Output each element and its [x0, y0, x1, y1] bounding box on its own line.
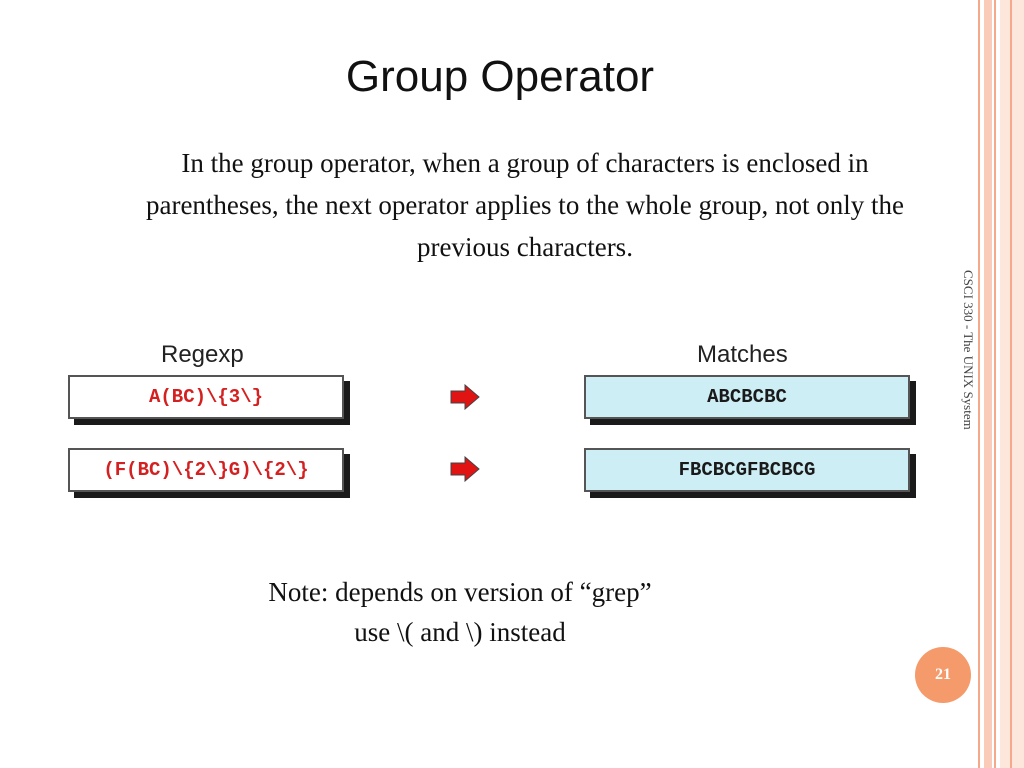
regexp-text: (F(BC)\{2\}G)\{2\} — [103, 459, 309, 481]
page-number: 21 — [935, 666, 951, 683]
page-number-badge: 21 — [915, 647, 971, 703]
slide-title: Group Operator — [345, 52, 655, 101]
course-side-label: CSCI 330 - The UNIX System — [961, 270, 976, 430]
decorative-stripe — [1000, 0, 1024, 768]
note-line: use \( and \) instead — [354, 617, 566, 647]
regexp-text: A(BC)\{3\} — [148, 386, 264, 408]
decorative-stripe — [1010, 0, 1012, 768]
note-line: Note: depends on version of “grep” — [268, 577, 652, 607]
matches-column-header: Matches — [697, 341, 788, 368]
red-right-arrow-icon — [450, 456, 480, 482]
match-box: FBCBCGFBCBCG — [584, 448, 910, 492]
note-text: Note: depends on version of “grep” use \… — [200, 572, 720, 652]
match-text: ABCBCBC — [707, 386, 787, 408]
regexp-column-header: Regexp — [161, 341, 244, 368]
match-box: ABCBCBC — [584, 375, 910, 419]
regexp-box: A(BC)\{3\} — [68, 375, 344, 419]
decorative-stripe — [994, 0, 996, 768]
slide-body-text: In the group operator, when a group of c… — [145, 148, 905, 262]
decorative-stripe — [984, 0, 992, 768]
regexp-box: (F(BC)\{2\}G)\{2\} — [68, 448, 344, 492]
match-text: FBCBCGFBCBCG — [678, 459, 816, 481]
red-right-arrow-icon — [450, 384, 480, 410]
decorative-stripe — [978, 0, 980, 768]
